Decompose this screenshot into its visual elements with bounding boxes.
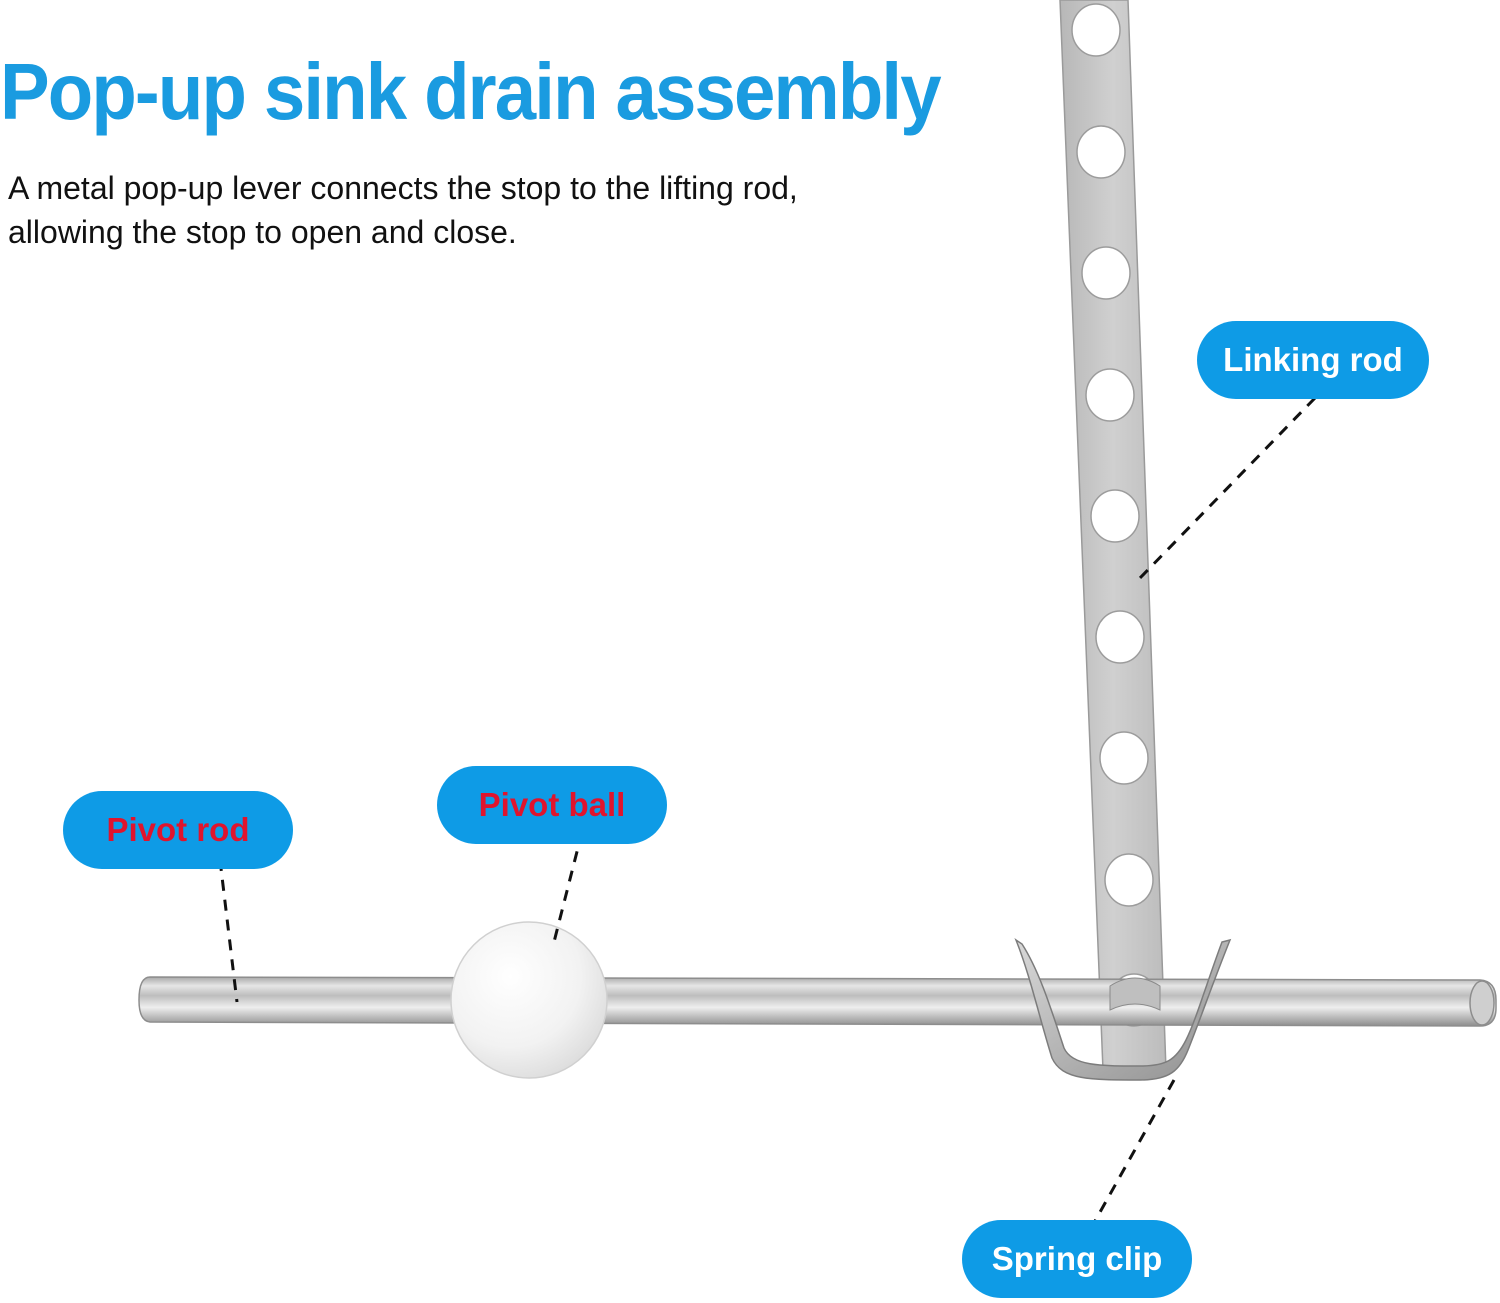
spring-clip-leader	[1088, 1079, 1176, 1231]
description-line-2: allowing the stop to open and close.	[8, 214, 517, 250]
pivot-rod-leader	[218, 859, 239, 1003]
pivot-rod	[138, 976, 1497, 1027]
label-linking-rod-text: Linking rod	[1223, 341, 1403, 378]
label-spring-clip-text: Spring clip	[991, 1240, 1163, 1277]
description-line-1: A metal pop-up lever connects the stop t…	[8, 170, 798, 206]
pivot-ball-leader	[552, 831, 584, 943]
page-title: Pop-up sink drain assembly	[0, 47, 942, 136]
label-pivot-rod: Pivot rod	[63, 791, 293, 869]
label-pivot-ball-text: Pivot ball	[478, 786, 626, 823]
label-spring-clip: Spring clip	[962, 1220, 1192, 1298]
pivot-ball	[450, 921, 608, 1079]
leader-lines	[218, 396, 1317, 1231]
label-pivot-rod-text: Pivot rod	[106, 811, 250, 848]
linking-rod-leader	[1138, 396, 1317, 580]
description: A metal pop-up lever connects the stop t…	[8, 166, 928, 254]
spring-clip	[1014, 938, 1232, 1081]
linking-rod	[1059, 0, 1167, 1071]
label-linking-rod: Linking rod	[1197, 321, 1429, 399]
label-pivot-ball: Pivot ball	[437, 766, 667, 844]
